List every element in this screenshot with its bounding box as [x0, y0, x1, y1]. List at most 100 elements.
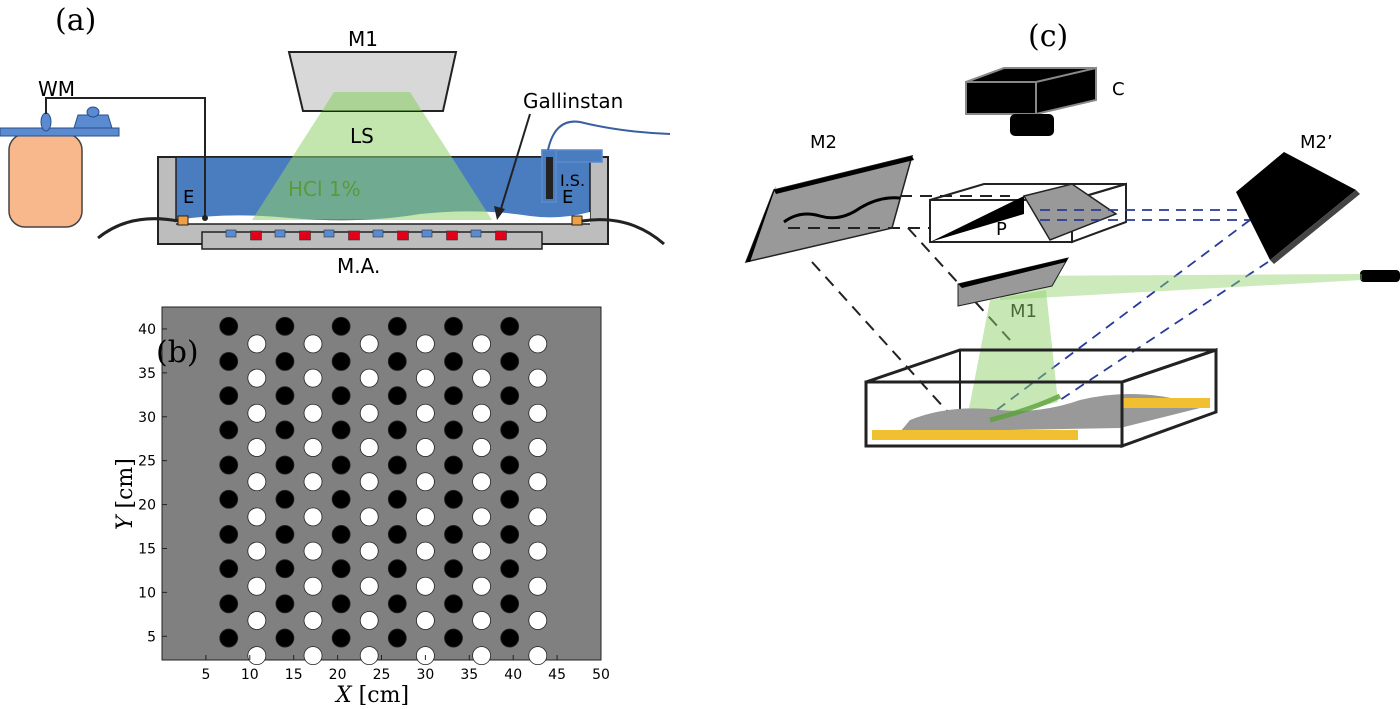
y-tick-label: 20 [138, 498, 156, 514]
point-black [444, 559, 463, 579]
point-white [359, 507, 379, 527]
point-white [528, 576, 548, 596]
point-black [500, 559, 520, 579]
m2-prime-mirror [1236, 152, 1356, 260]
y-tick-label: 15 [138, 541, 156, 557]
label-hcl: HCl 1% [288, 177, 361, 201]
point-black [387, 386, 407, 406]
magnet-blue [421, 229, 433, 238]
point-black [331, 352, 351, 371]
point-black [331, 316, 351, 336]
point-black [500, 352, 520, 371]
point-black [387, 559, 407, 579]
point-white [247, 472, 267, 492]
m2-reflection [783, 196, 901, 224]
magnet-points [219, 316, 548, 666]
point-black [500, 594, 520, 614]
point-black [331, 525, 351, 544]
point-black [331, 594, 351, 614]
point-white [247, 611, 267, 630]
x-tick-label: 15 [285, 667, 303, 683]
point-black [219, 455, 239, 475]
point-white [359, 646, 379, 666]
panel-a-tag: (a) [55, 3, 96, 38]
point-white [528, 403, 548, 423]
label-m2: M2 [810, 132, 837, 153]
point-black [444, 352, 463, 371]
x-tick-label: 35 [460, 667, 478, 683]
point-black [219, 386, 239, 406]
label-m2-prime: M2’ [1300, 132, 1333, 153]
point-white [359, 541, 379, 561]
point-white [247, 646, 267, 666]
point-black [275, 489, 295, 509]
point-white [303, 403, 323, 423]
point-black [387, 525, 407, 544]
point-white [359, 472, 379, 492]
wire [45, 97, 206, 218]
point-white [359, 576, 379, 596]
point-black [219, 316, 239, 336]
point-white [472, 403, 491, 423]
point-white [472, 541, 491, 561]
point-white [247, 507, 267, 527]
point-white [472, 472, 491, 492]
point-black [500, 525, 520, 544]
point-black [219, 594, 239, 614]
point-black [331, 628, 351, 648]
light-sheet-c [966, 290, 1058, 424]
magnet-strip [872, 430, 1078, 440]
point-black [387, 316, 407, 336]
point-white [359, 334, 379, 354]
point-white [247, 334, 267, 354]
point-white [303, 438, 323, 457]
point-black [219, 525, 239, 544]
point-white [472, 611, 491, 630]
magnets [225, 229, 507, 241]
point-white [247, 438, 267, 457]
point-white [303, 541, 323, 561]
point-black [500, 489, 520, 509]
x-axis-label: X [cm] [334, 683, 409, 708]
point-black [331, 489, 351, 509]
x-tick-label: 20 [329, 667, 347, 683]
label-is: I.S. [560, 171, 585, 190]
point-black [331, 420, 351, 440]
point-white [415, 611, 435, 630]
point-white [303, 646, 323, 666]
point-black [444, 316, 463, 336]
y-tick-label: 25 [138, 454, 156, 470]
point-black [500, 628, 520, 648]
point-white [528, 541, 548, 561]
point-black [275, 316, 295, 336]
x-tick-label: 50 [592, 667, 610, 683]
point-black [444, 386, 463, 406]
x-tick-label: 5 [201, 667, 210, 683]
point-black [275, 352, 295, 371]
point-black [219, 559, 239, 579]
cable-left [97, 217, 179, 240]
x-tick-label: 45 [548, 667, 566, 683]
reservoir [8, 133, 83, 228]
point-black [387, 628, 407, 648]
cable-right [581, 218, 665, 246]
magnet-red [348, 230, 360, 241]
point-white [415, 541, 435, 561]
point-white [415, 576, 435, 596]
label-wm: WM [38, 77, 75, 101]
magnet-red [299, 230, 311, 241]
point-black [275, 594, 295, 614]
point-white [472, 576, 491, 596]
point-black [444, 455, 463, 475]
magnet-red [446, 230, 458, 241]
point-white [528, 368, 548, 388]
point-white [528, 646, 548, 666]
point-black [275, 455, 295, 475]
label-e-left: E [183, 187, 194, 208]
laser [1360, 270, 1400, 282]
x-tick-label: 40 [504, 667, 522, 683]
label-ma: M.A. [337, 254, 380, 278]
point-white [415, 368, 435, 388]
